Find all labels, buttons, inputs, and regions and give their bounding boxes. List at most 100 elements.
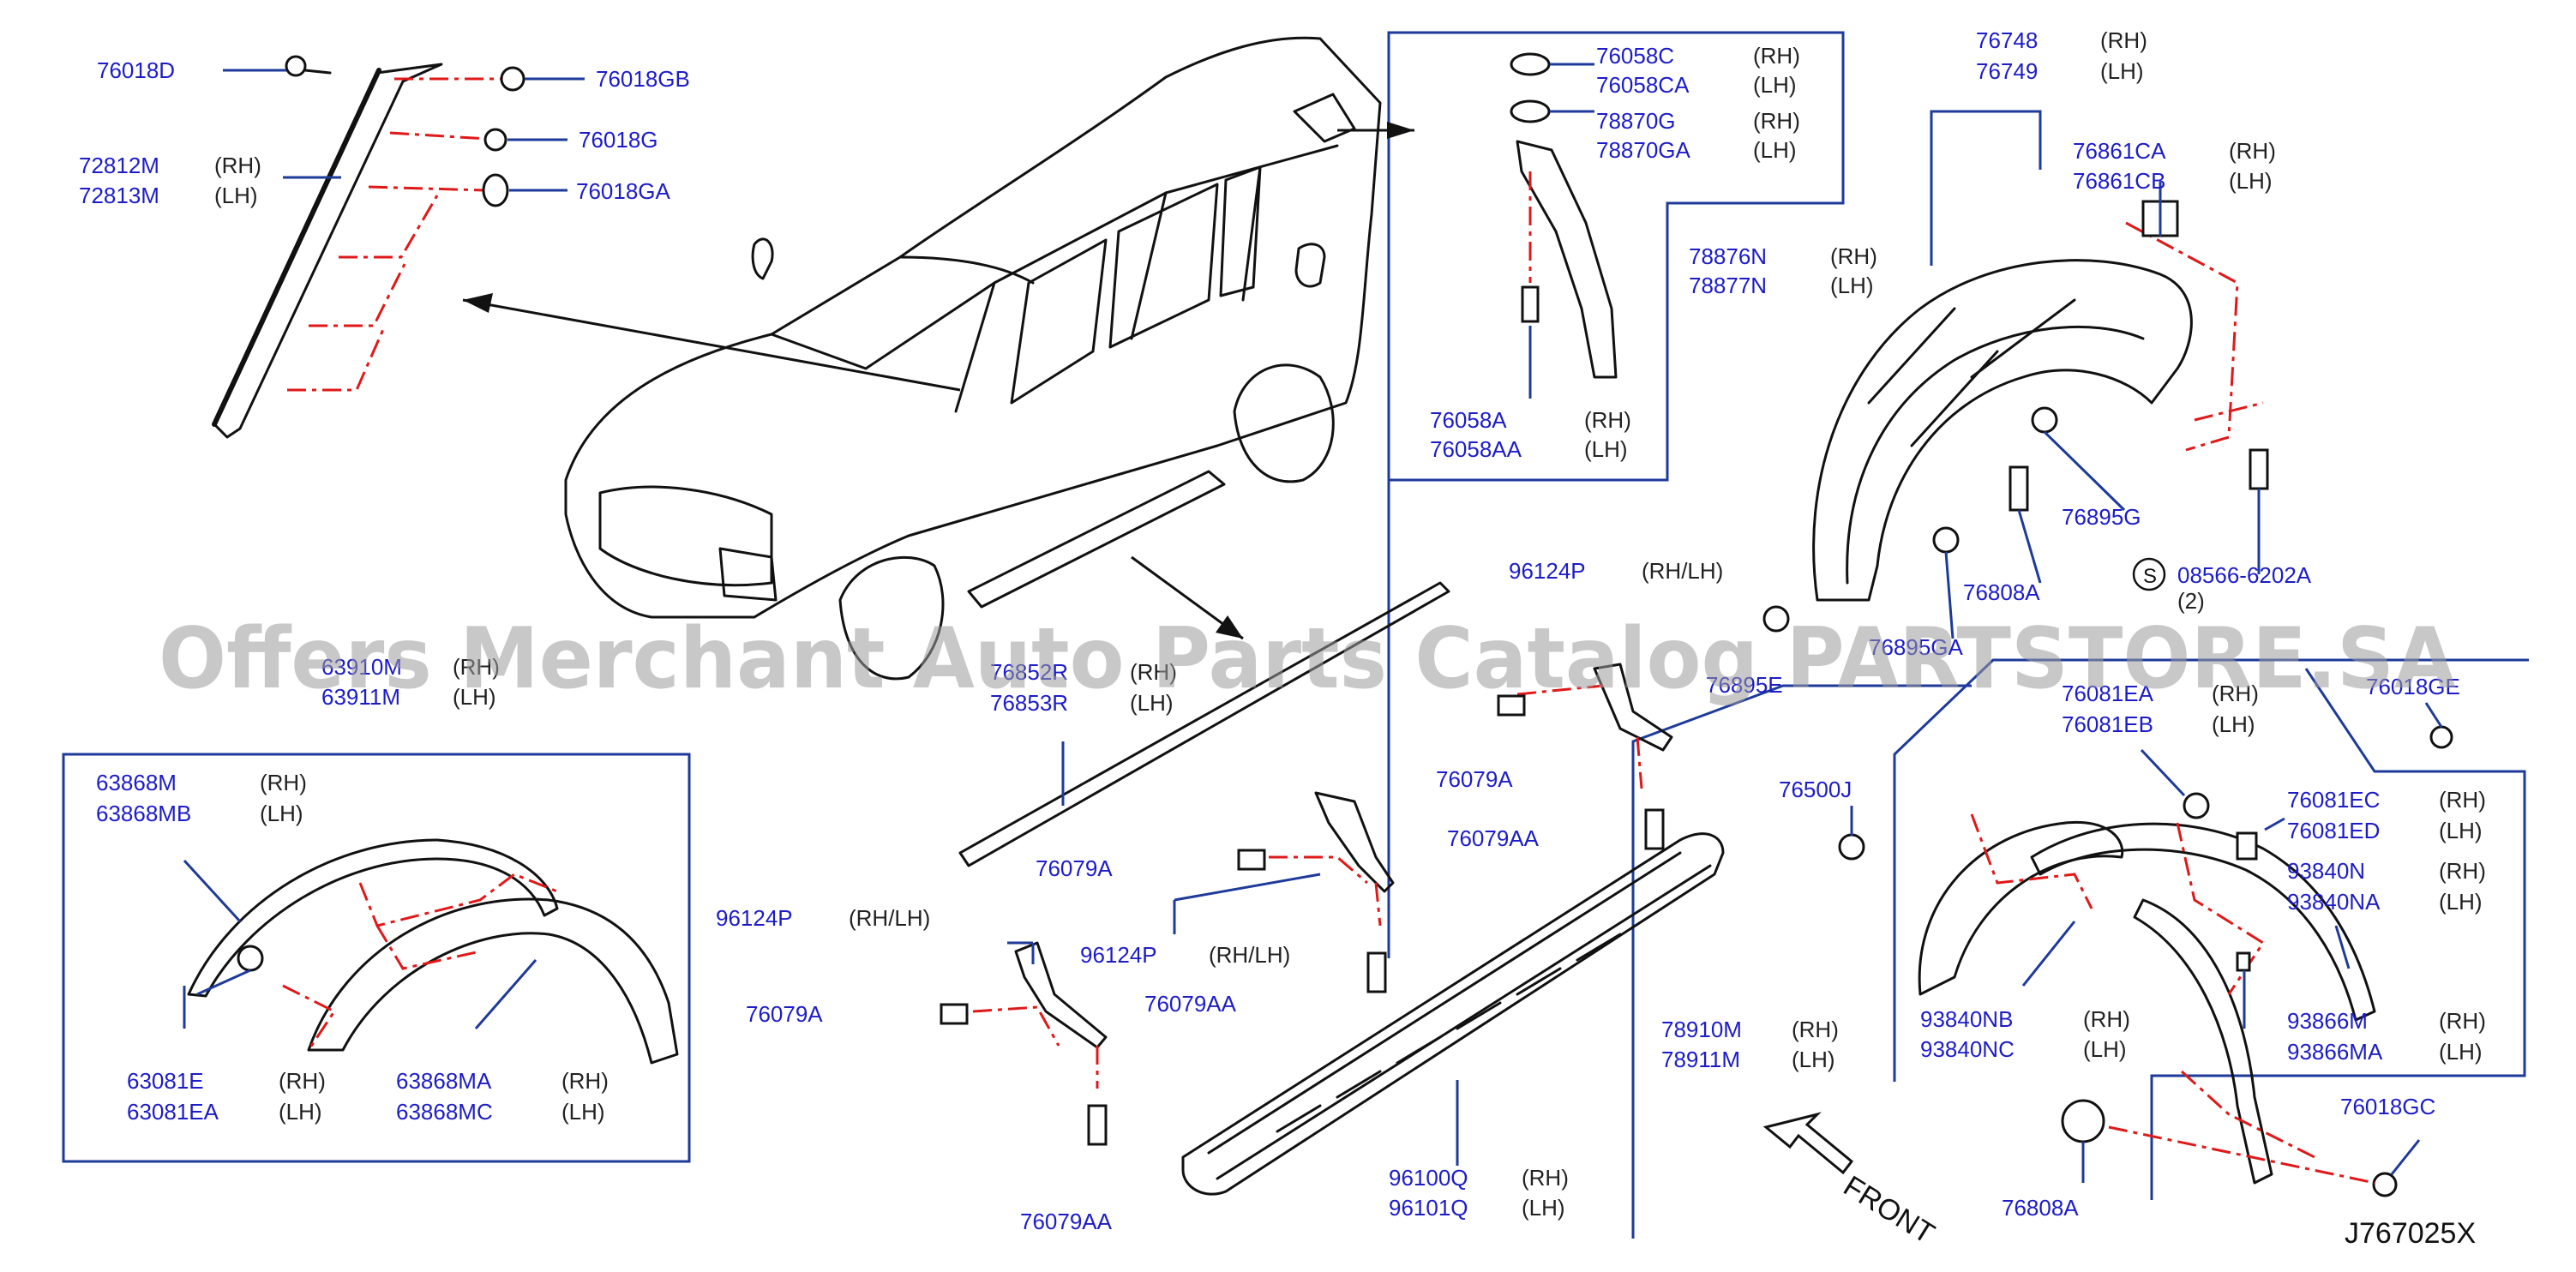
label-76018ga: 76018GA	[576, 178, 671, 204]
label-93840nb: 93840NB	[1920, 1006, 2013, 1032]
screw-symbol: S	[2143, 565, 2157, 588]
label-63868m: 63868M	[96, 770, 177, 795]
side-step-board	[1181, 832, 1725, 1196]
rear-fender-flare	[1838, 702, 2453, 1197]
liner-group-box	[1930, 110, 2042, 266]
screw-quantity: (2)	[2177, 588, 2205, 614]
label-96124p-c: 96124P	[716, 905, 793, 931]
label-76861ca: 76861CA	[2073, 138, 2166, 164]
label-63081e: 63081E	[127, 1068, 204, 1094]
front-label: FRONT	[1838, 1170, 1940, 1251]
label-76852r: 76852R	[990, 659, 1068, 685]
side-lh: (LH)	[1753, 72, 1797, 98]
side-rh: (RH)	[260, 770, 307, 795]
label-76018ge: 76018GE	[2366, 674, 2460, 699]
label-93866m: 93866M	[2287, 1008, 2368, 1034]
wheel-liner-assembly	[1762, 182, 2269, 639]
side-rh: (RH)	[2100, 27, 2147, 53]
side-lh: (LH)	[2439, 818, 2483, 843]
side-lh: (LH)	[1584, 436, 1628, 462]
label-93840na: 93840NA	[2287, 889, 2381, 915]
label-76079a-b: 76079A	[1036, 855, 1113, 881]
label-78870ga: 78870GA	[1596, 137, 1691, 163]
side-lh: (LH)	[1130, 690, 1174, 716]
bracket-assembly	[1510, 52, 1618, 399]
label-76081ea: 76081EA	[2062, 681, 2154, 706]
side-rh: (RH)	[2439, 858, 2486, 884]
side-lh: (LH)	[2212, 711, 2255, 737]
label-76079aa-a: 76079AA	[1447, 825, 1540, 851]
vehicle-illustration	[564, 36, 1382, 681]
label-93840nc: 93840NC	[1920, 1036, 2015, 1062]
label-78911m: 78911M	[1661, 1047, 1740, 1072]
label-76058ca: 76058CA	[1596, 72, 1690, 98]
side-rh: (RH)	[1753, 108, 1800, 134]
label-78876n: 78876N	[1689, 243, 1767, 269]
side-rh: (RH)	[1792, 1017, 1839, 1042]
rear-fender-group-box	[1893, 658, 2529, 1082]
side-rh: (RH)	[214, 153, 261, 178]
label-76895e: 76895E	[1706, 672, 1783, 698]
bracket-group-box	[1387, 31, 1845, 958]
label-63081ea: 63081EA	[127, 1099, 219, 1125]
side-lh: (LH)	[1792, 1047, 1835, 1072]
label-76081eb: 76081EB	[2062, 711, 2153, 737]
label-76500j: 76500J	[1779, 777, 1852, 802]
label-76895g: 76895G	[2062, 504, 2141, 530]
label-78910m: 78910M	[1661, 1017, 1742, 1042]
side-lh: (LH)	[2083, 1036, 2127, 1062]
label-63911m: 63911M	[321, 684, 400, 710]
side-rh: (RH)	[2229, 138, 2276, 164]
side-rh: (RH)	[2212, 681, 2259, 706]
side-lh: (LH)	[1753, 137, 1797, 163]
label-76808a-top: 76808A	[1963, 579, 2040, 605]
watermark: Offers Merchant Auto Parts Catalog PARTS…	[159, 610, 2456, 708]
side-lh: (LH)	[2439, 1039, 2483, 1065]
label-93866ma: 93866MA	[2287, 1039, 2383, 1065]
label-72813m: 72813M	[79, 183, 159, 208]
side-rh: (RH)	[1830, 243, 1877, 269]
label-63868mc: 63868MC	[396, 1099, 493, 1125]
label-76079aa-b: 76079AA	[1144, 991, 1237, 1017]
side-lh: (LH)	[561, 1099, 605, 1125]
side-lh: (LH)	[2100, 58, 2144, 84]
label-08566-6202a: 08566-6202A	[2177, 562, 2312, 588]
label-76749: 76749	[1976, 58, 2038, 84]
fender-group-box	[62, 753, 691, 1163]
label-76895ga: 76895GA	[1869, 634, 1964, 660]
label-76018gc: 76018GC	[2340, 1094, 2435, 1119]
label-96124p-a: 96124P	[1509, 558, 1586, 584]
side-lh: (LH)	[2439, 889, 2483, 915]
label-72812m: 72812M	[79, 153, 159, 178]
label-76748: 76748	[1976, 27, 2038, 53]
label-76079aa-c: 76079AA	[1020, 1209, 1113, 1234]
side-rh: (RH)	[561, 1068, 609, 1094]
label-76058a: 76058A	[1430, 407, 1507, 433]
label-76081ed: 76081ED	[2287, 818, 2380, 843]
side-lh: (LH)	[2229, 168, 2273, 194]
label-76079a-a: 76079A	[1436, 766, 1513, 792]
label-76081ec: 76081EC	[2287, 787, 2380, 813]
label-76861cb: 76861CB	[2073, 168, 2165, 194]
label-78870g: 78870G	[1596, 108, 1676, 134]
side-lh: (LH)	[1522, 1195, 1565, 1221]
label-96101q: 96101Q	[1389, 1195, 1468, 1221]
label-96100q: 96100Q	[1389, 1165, 1468, 1191]
label-63868mb: 63868MB	[96, 801, 191, 826]
diagram-id: J767025X	[2345, 1217, 2476, 1250]
side-rh: (RH)	[453, 654, 500, 680]
side-rh: (RH)	[1130, 659, 1177, 685]
step-group-box	[1631, 684, 1972, 1239]
side-rh: (RH)	[2439, 787, 2486, 813]
side-rhlh: (RH/LH)	[1642, 558, 1723, 584]
side-lh: (LH)	[279, 1099, 322, 1125]
side-lh: (LH)	[214, 183, 258, 208]
callout-arrows	[462, 122, 1414, 640]
step-brackets	[940, 663, 1673, 1146]
label-76853r: 76853R	[990, 690, 1068, 716]
rear-fender-inner-box	[2150, 668, 2526, 1200]
body-moulding-strip	[958, 581, 1450, 867]
label-76018gb: 76018GB	[596, 66, 690, 92]
front-direction-indicator: FRONT	[1762, 1112, 1940, 1251]
